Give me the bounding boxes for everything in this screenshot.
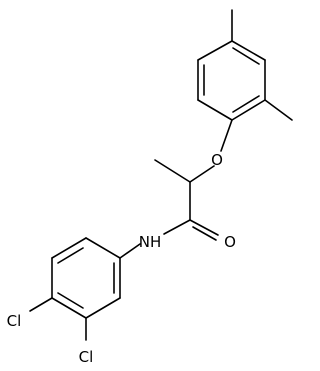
double-bond-inner [57,247,84,264]
bond [197,40,233,61]
oxygen-carbonyl-label: O [224,233,236,251]
methyl-bond-ortho [264,99,293,121]
bond [51,297,87,319]
bond-ch-to-methyl [154,159,191,183]
chlorine-4-label: Cl [7,312,22,330]
double-bond-inner [232,47,260,65]
bond [51,237,87,259]
chlorine-3-label: Cl [79,348,94,366]
carbonyl-bond [189,219,219,236]
bond-oxygen-to-ch [189,165,215,183]
bond-ring-to-oxygen [220,119,233,152]
double-bond-inner [232,95,260,113]
bond [231,40,266,61]
structure-canvas: O O NH Cl Cl [7,9,293,366]
dichlorophenyl-ring [51,237,121,319]
bond-nitrogen-to-ring [119,243,141,259]
dimethylphenyl-ring [197,40,266,121]
amide-nitrogen-label: NH [139,233,162,251]
bond-to-chlorine-4 [29,297,53,312]
bond [231,99,266,121]
carbonyl-bond-second [192,226,217,241]
oxygen-ether-label: O [211,151,223,169]
molecule-diagram: O O NH Cl Cl [7,9,293,366]
double-bond-inner [57,292,84,309]
bond [85,237,121,259]
bond [85,297,121,319]
bond [197,99,233,121]
bond-carbonyl-to-nitrogen [163,219,191,235]
